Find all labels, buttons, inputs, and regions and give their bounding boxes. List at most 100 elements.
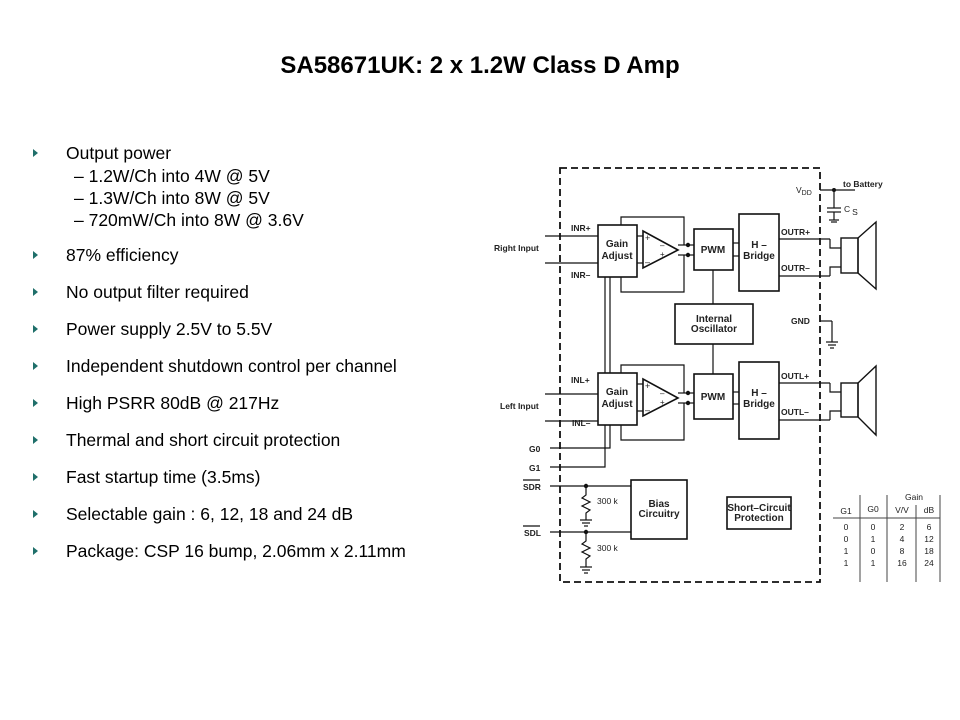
gain-adjust-label: Gain — [606, 239, 628, 250]
hbridge-label: Bridge — [743, 399, 775, 410]
pin-inr-minus: INR– — [571, 270, 591, 280]
opamp-minus: – — [660, 241, 665, 250]
bullet-text: High PSRR 80dB @ 217Hz — [66, 393, 280, 413]
gain-table-cell: 0 — [871, 522, 876, 532]
bias-circuitry — [630, 479, 688, 540]
gain-table-group-header: Gain — [905, 492, 923, 502]
gain-adjust-right — [597, 224, 638, 278]
hbridge-label: H – — [751, 388, 767, 399]
bullet-protection: Thermal and short circuit protection — [32, 430, 492, 450]
opamp-plus: + — [645, 233, 650, 243]
bullet-text: Power supply 2.5V to 5.5V — [66, 319, 273, 339]
slide-title: SA58671UK: 2 x 1.2W Class D Amp — [280, 52, 680, 79]
pin-g0: G0 — [529, 444, 541, 454]
gain-adjust-label: Adjust — [601, 399, 633, 410]
gain-table-cell: 0 — [871, 546, 876, 556]
bullet-filter: No output filter required — [32, 282, 492, 302]
gain-table-cell: 1 — [844, 558, 849, 568]
gain-table-cell: 2 — [900, 522, 905, 532]
gain-adjust-label: Gain — [606, 387, 628, 398]
opamp-right — [642, 229, 680, 270]
gain-table-header: V/V — [895, 505, 909, 515]
internal-oscillator — [674, 303, 754, 345]
gain-table-cell: 4 — [900, 534, 905, 544]
chip-boundary — [559, 167, 821, 583]
sub-bullet: – 720mW/Ch into 8W @ 3.6V — [74, 210, 304, 230]
pin-outr-minus: OUTR– — [781, 263, 810, 273]
bullet-text: No output filter required — [66, 282, 249, 302]
opamp-plus: + — [660, 250, 665, 259]
hbridge-label: H – — [751, 240, 767, 251]
bullet-power-supply: Power supply 2.5V to 5.5V — [32, 319, 492, 339]
speaker-left-icon — [840, 382, 859, 418]
gain-table-header: G0 — [867, 504, 879, 514]
pin-gnd: GND — [791, 316, 810, 326]
short-circuit-protection — [726, 496, 792, 530]
pin-outr-plus: OUTR+ — [781, 227, 810, 237]
oscillator-label: Oscillator — [691, 324, 737, 335]
bullet-package: Package: CSP 16 bump, 2.06mm x 2.11mm — [32, 541, 492, 561]
gain-table-cell: 12 — [924, 534, 934, 544]
opamp-minus: – — [645, 257, 650, 267]
scp-label: Protection — [734, 513, 783, 524]
hbridge-label: Bridge — [743, 251, 775, 262]
bullet-arrow-icon — [33, 436, 38, 444]
bullet-efficiency: 87% efficiency — [32, 245, 492, 265]
gain-table-cell: 8 — [900, 546, 905, 556]
bullet-text: 87% efficiency — [66, 245, 179, 265]
right-input-label: Right Input — [494, 243, 539, 253]
left-input-label: Left Input — [500, 401, 539, 411]
resistor-label: 300 k — [597, 496, 619, 506]
bullet-text: Output power — [66, 143, 172, 163]
opamp-left — [642, 377, 680, 418]
pin-outl-plus: OUTL+ — [781, 371, 809, 381]
gain-table-cell: 0 — [844, 522, 849, 532]
bullet-startup: Fast startup time (3.5ms) — [32, 467, 492, 487]
pin-g1: G1 — [529, 463, 541, 473]
gain-adjust-label: Adjust — [601, 251, 633, 262]
bullet-output-power: Output power — [32, 143, 492, 163]
gain-table-cell: 6 — [927, 522, 932, 532]
speaker-right-icon — [840, 237, 859, 274]
bullet-text: Independent shutdown control per channel — [66, 356, 397, 376]
pin-inl-minus: INL– — [572, 418, 591, 428]
resistor-icon — [580, 486, 592, 520]
pwm-label: PWM — [701, 392, 725, 403]
bias-label: Bias — [648, 499, 670, 510]
gain-table-cell: 18 — [924, 546, 934, 556]
gain-table-header: dB — [924, 505, 935, 515]
pwm-left — [693, 373, 734, 420]
resistor-icon — [580, 532, 592, 567]
bullet-arrow-icon — [33, 362, 38, 370]
bullet-text: Selectable gain : 6, 12, 18 and 24 dB — [66, 504, 354, 524]
pin-inl-plus: INL+ — [571, 375, 590, 385]
gain-table-cell: 1 — [871, 534, 876, 544]
bias-label: Circuitry — [638, 509, 680, 520]
gain-table-cell: 1 — [871, 558, 876, 568]
gain-table-cell: 24 — [924, 558, 934, 568]
bullet-text: Fast startup time (3.5ms) — [66, 467, 261, 487]
gain-table-header: G1 — [840, 506, 852, 516]
pwm-label: PWM — [701, 245, 725, 256]
gain-table-cell: 0 — [844, 534, 849, 544]
gain-table-cell: 1 — [844, 546, 849, 556]
opamp-plus: + — [645, 381, 650, 391]
bullet-arrow-icon — [33, 288, 38, 296]
pin-sdr: SDR — [523, 482, 541, 492]
resistor-label: 300 k — [597, 543, 619, 553]
sub-bullet: – 1.3W/Ch into 8W @ 5V — [74, 188, 270, 208]
bullet-arrow-icon — [33, 510, 38, 518]
pin-outl-minus: OUTL– — [781, 407, 809, 417]
bullet-text: Package: CSP 16 bump, 2.06mm x 2.11mm — [66, 541, 406, 561]
to-battery-label: to Battery — [843, 179, 883, 189]
oscillator-label: Internal — [696, 314, 732, 325]
feature-list: Output power – 1.2W/Ch into 4W @ 5V – 1.… — [32, 143, 492, 561]
pin-inr-plus: INR+ — [571, 223, 591, 233]
hbridge-left — [738, 361, 780, 440]
gain-adjust-left — [597, 372, 638, 426]
bullet-arrow-icon — [33, 473, 38, 481]
sub-bullet: – 1.2W/Ch into 4W @ 5V — [74, 166, 270, 186]
